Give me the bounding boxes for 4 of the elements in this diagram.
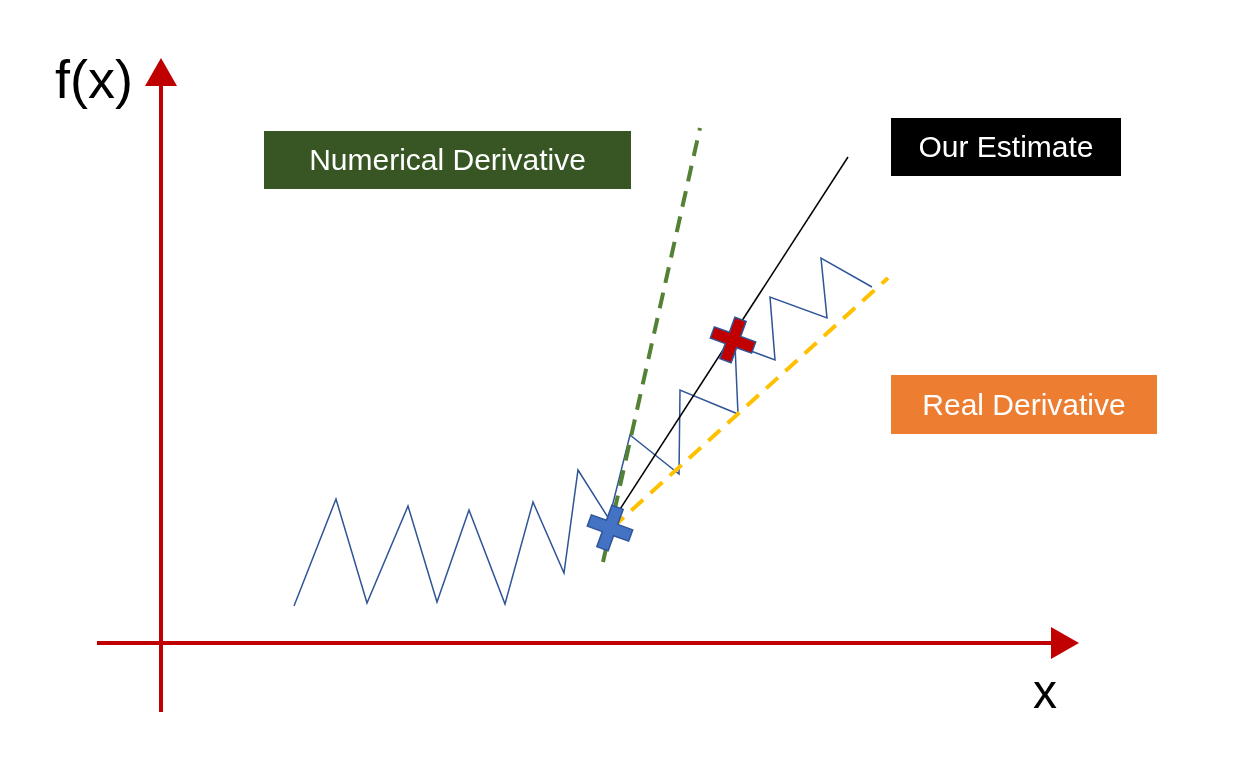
label-box: Numerical Derivative [264, 131, 631, 189]
label-box: Our Estimate [891, 118, 1121, 176]
label-box: Real Derivative [891, 375, 1157, 434]
axis-label: x [1033, 668, 1057, 716]
